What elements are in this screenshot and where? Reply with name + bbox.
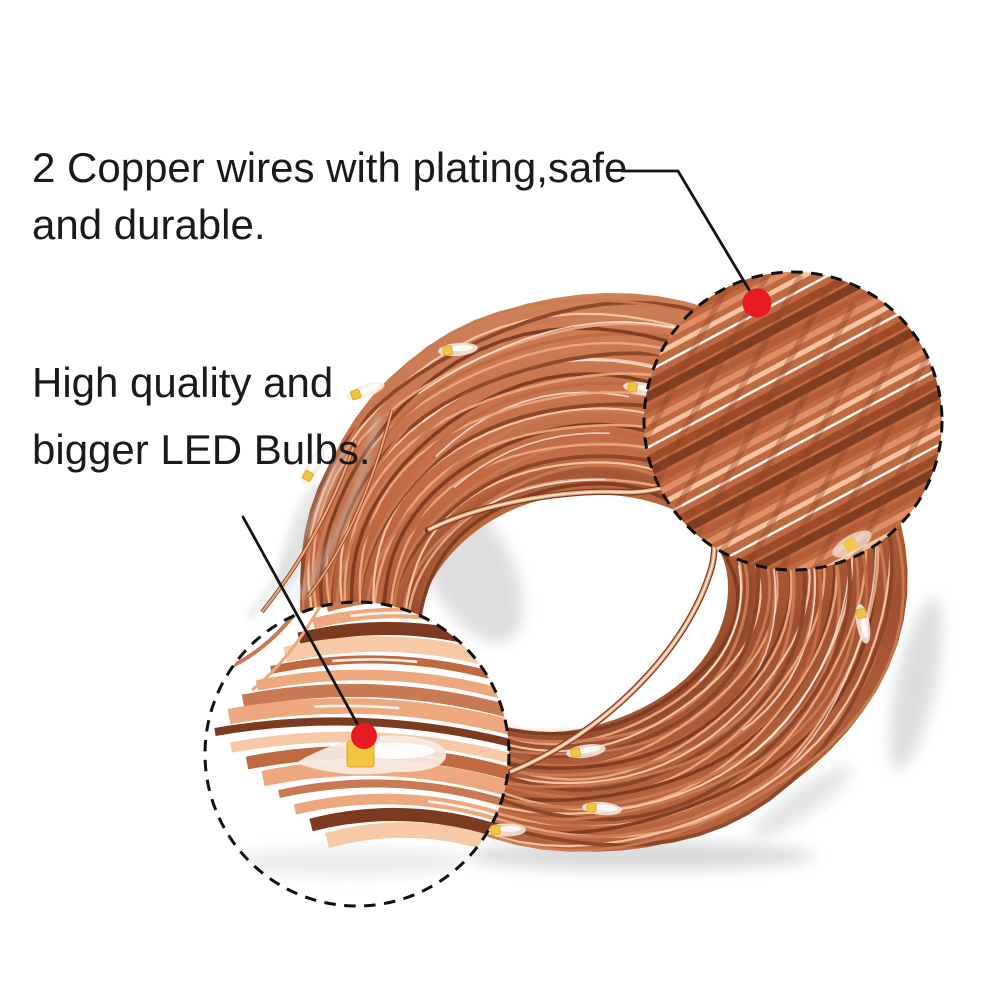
- magnifier-circle-led-bulb: [203, 600, 511, 908]
- callout-lines: [241, 169, 759, 738]
- callout-line-bottom: [241, 515, 366, 738]
- caption-copper-wires-line2: and durable.: [32, 201, 266, 248]
- stray-wires: [246, 409, 394, 620]
- caption-copper-wires: 2 Copper wires with plating,safe and dur…: [32, 139, 627, 253]
- marker-dot-bottom: [351, 723, 377, 749]
- caption-led-bulbs-line2: bigger LED Bulbs.: [32, 426, 371, 473]
- caption-copper-wires-line1: 2 Copper wires with plating,safe: [32, 144, 628, 191]
- marker-dot-top: [742, 288, 772, 318]
- caption-led-bulbs-line1: High quality and: [32, 359, 334, 406]
- callout-line-top: [620, 169, 759, 305]
- caption-led-bulbs: High quality and bigger LED Bulbs.: [32, 349, 371, 483]
- dashed-circle-top: [642, 270, 944, 572]
- dashed-circle-bottom: [203, 600, 511, 908]
